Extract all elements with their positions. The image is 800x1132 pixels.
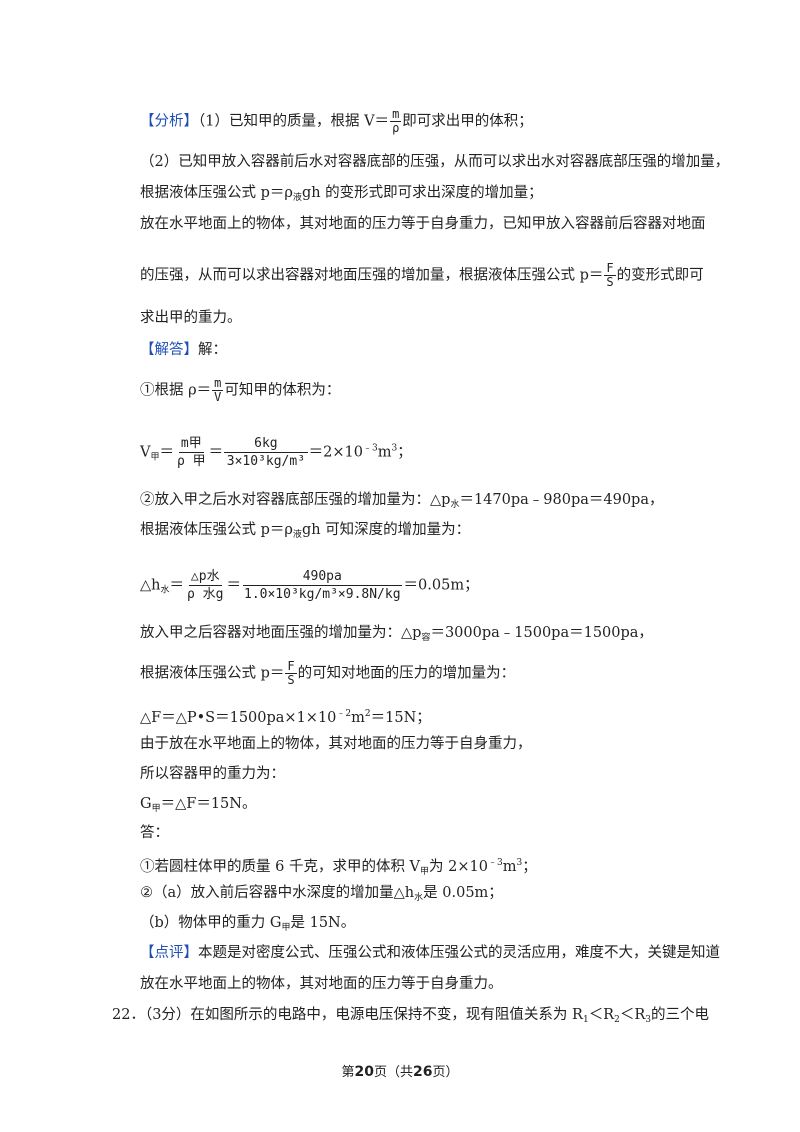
question-22: 22．（3分）在如图所示的电路中，电源电压保持不变，现有阻值关系为 R1＜R2＜… (112, 1007, 709, 1025)
answer-line-4: 放入甲之后容器对地面压强的增加量为：△p容＝3000pa﹣1500pa＝1500… (140, 625, 653, 643)
analysis-line-6: 求出甲的重力。 (140, 310, 242, 326)
answer-line-7: 由于放在水平地面上的物体，其对地面的压力等于自身重力， (140, 736, 532, 752)
page-footer: 第20页（共26页） (341, 1064, 459, 1080)
answer-tag: 【解答】 (140, 342, 198, 358)
answer-line-11: ①若圆柱体甲的质量 6 千克，求甲的体积 V甲为 2×10﹣3m3； (140, 858, 537, 877)
answer-line-12: ②（a）放入前后容器中水深度的增加量△h水是 0.05m； (140, 885, 503, 903)
answer-line-13: （b）物体甲的重力 G甲是 15N。 (140, 915, 356, 933)
page-number: 20 (354, 1064, 374, 1080)
comment-line-2: 放在水平地面上的物体，其对地面的压力等于自身重力。 (140, 976, 503, 992)
analysis-line-2: （2）已知甲放入容器前后水对容器底部的压强，从而可以求出水对容器底部压强的增加量… (140, 154, 730, 170)
comment-tag: 【点评】 (140, 945, 198, 961)
analysis-line-3: 根据液体压强公式 p＝ρ液gh 的变形式即可求出深度的增加量； (140, 185, 543, 203)
analysis-line-4: 放在水平地面上的物体，其对地面的压力等于自身重力，已知甲放入容器前后容器对地面 (140, 216, 706, 232)
comment-line-1: 【点评】本题是对密度公式、压强公式和液体压强公式的灵活应用，难度不大，关键是知道 (140, 945, 720, 961)
answer-line-6: △F＝△P•S＝1500pa×1×10﹣2m2＝15N； (140, 709, 431, 726)
answer-line-intro: 【解答】解： (140, 342, 227, 358)
analysis-tag: 【分析】 (140, 113, 198, 130)
answer-line-8: 所以容器甲的重力为： (140, 766, 285, 782)
answer-line-10: 答： (140, 825, 169, 841)
page-total: 26 (413, 1064, 433, 1080)
answer-line-9: G甲＝△F＝15N。 (140, 796, 257, 814)
answer-line-2: ②放入甲之后水对容器底部压强的增加量为：△p水＝1470pa﹣980pa＝490… (140, 492, 664, 510)
answer-line-3: 根据液体压强公式 p＝ρ液gh 可知深度的增加量为： (140, 522, 471, 540)
